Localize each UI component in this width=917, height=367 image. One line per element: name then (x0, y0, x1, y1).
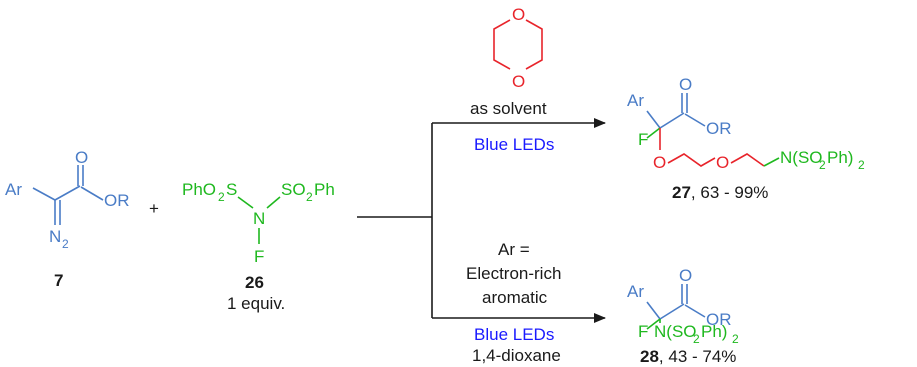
product27-bond-c-carbonyl (659, 112, 685, 129)
bond-n-s-right (266, 196, 281, 209)
product28-fluorine: F (638, 322, 648, 341)
condition-blue-leds-bottom: Blue LEDs (474, 325, 554, 344)
condition-ar-equals: Ar = (498, 240, 530, 259)
product27-bond-ester (684, 113, 706, 127)
reagent-equiv: 1 equiv. (227, 294, 285, 313)
product27-bond-c-f (646, 127, 661, 139)
fluorine-label: F (254, 247, 264, 266)
diazo-n-subscript: 2 (62, 237, 69, 251)
bond-ester (80, 186, 104, 201)
product-27: Ar O OR F O O N(SO 2 Ph) 2 27, 63 - 99% (627, 75, 865, 202)
condition-electron-rich: Electron-rich (466, 264, 561, 283)
product28-caption: 28, 43 - 74% (640, 347, 736, 366)
product27-yield: , 63 - 99% (691, 183, 769, 202)
product28-bond-ester (684, 304, 706, 318)
product28-n-sub: 2 (693, 332, 700, 346)
condition-aromatic: aromatic (482, 288, 548, 307)
product28-bond-c-carbonyl (659, 303, 685, 320)
dioxane-ring-right (525, 19, 543, 70)
phenylsulfonyl-left-sub: 2 (218, 190, 225, 204)
aryl-group-label: Ar (5, 180, 22, 199)
product27-number: 27 (672, 183, 691, 202)
plus-sign: + (149, 199, 159, 218)
product27-n-b: Ph) (827, 148, 853, 167)
compound-26-number: 26 (245, 273, 264, 292)
dioxane-solvent: O O (493, 5, 543, 91)
product27-oxygen-1: O (653, 153, 666, 172)
product27-aryl: Ar (627, 91, 644, 110)
nitrogen-label: N (253, 209, 265, 228)
product27-carbonyl-oxygen: O (679, 75, 692, 94)
product28-aryl: Ar (627, 282, 644, 301)
product28-n-a: N(SO (654, 322, 697, 341)
diazo-n-label: N (49, 227, 61, 246)
product28-yield: , 43 - 74% (659, 347, 737, 366)
phenylsulfonyl-left-b: S (226, 180, 237, 199)
dioxane-oxygen-bottom: O (512, 72, 525, 91)
diazo-ester-7: Ar O OR N 2 7 (5, 148, 130, 290)
nfsi-reagent-26: PhO 2 S N SO 2 Ph F 26 1 equiv. (182, 180, 335, 313)
product27-bond-c-n (763, 157, 780, 167)
product-28: Ar O OR F N(SO 2 Ph) 2 28, 43 - 74% (627, 266, 739, 366)
condition-dioxane-solvent: 1,4-dioxane (472, 346, 561, 365)
phenylsulfonyl-left-a: PhO (182, 180, 216, 199)
dioxane-ring-left (493, 19, 511, 70)
product27-n-sub: 2 (819, 158, 826, 172)
condition-as-solvent: as solvent (470, 99, 547, 118)
compound-7-number: 7 (54, 271, 63, 290)
product28-number: 28 (640, 347, 659, 366)
product28-or: OR (706, 310, 732, 329)
carbonyl-oxygen: O (75, 148, 88, 167)
product27-fluorine: F (638, 130, 648, 149)
ester-or-label: OR (104, 191, 130, 210)
product27-bond-ar-c (646, 110, 661, 129)
phenylsulfonyl-right-b: Ph (314, 180, 335, 199)
bond-ar-c (32, 187, 56, 201)
bond-s-n-left (237, 196, 254, 209)
product27-chain-1 (667, 153, 716, 167)
product28-n-b: Ph) (701, 322, 727, 341)
product27-n-sub2: 2 (858, 158, 865, 172)
product28-n-sub2: 2 (732, 332, 739, 346)
dioxane-oxygen-top: O (512, 5, 525, 24)
bond-c-carbonyl (54, 185, 81, 201)
condition-blue-leds-top: Blue LEDs (474, 135, 554, 154)
product27-or: OR (706, 119, 732, 138)
phenylsulfonyl-right-a: SO (281, 180, 306, 199)
product27-oxygen-2: O (716, 153, 729, 172)
product28-bond-c-f (646, 318, 661, 330)
product28-bond-ar-c (646, 301, 661, 320)
phenylsulfonyl-right-sub: 2 (306, 190, 313, 204)
product27-caption: 27, 63 - 99% (672, 183, 768, 202)
product27-n-a: N(SO (780, 148, 823, 167)
product28-carbonyl-oxygen: O (679, 266, 692, 285)
product27-chain-2 (730, 153, 765, 167)
